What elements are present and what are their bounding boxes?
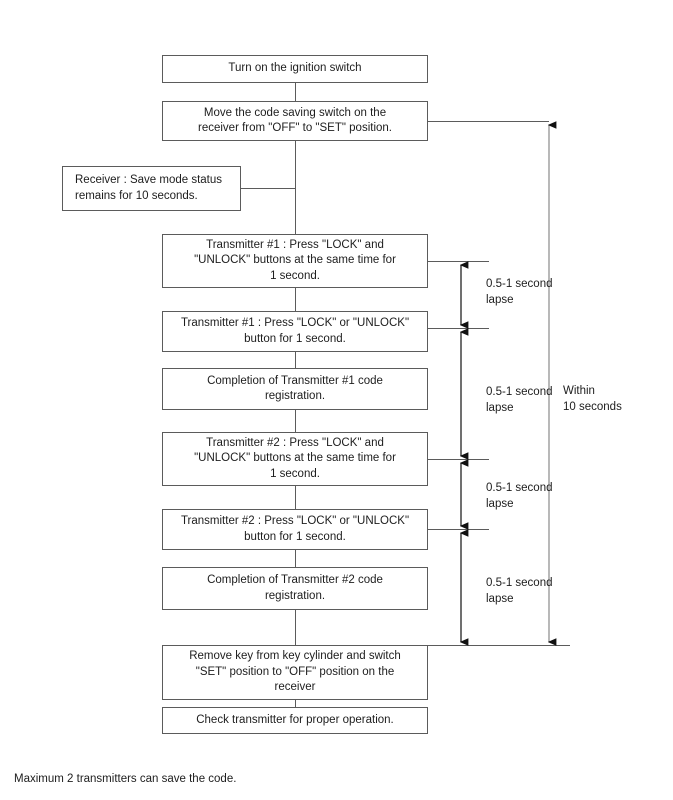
step-text: Turn on the ignition switch — [228, 62, 362, 75]
timing-label-lapse-2: 0.5-1 second lapse — [486, 386, 553, 414]
step-box-ignition: Turn on the ignition switch — [162, 55, 428, 83]
step-box-transmitter1-lock-and-unlock: Transmitter #1 : Press "LOCK" and "UNLOC… — [162, 234, 428, 288]
step-box-check-transmitter: Check transmitter for proper operation. — [162, 707, 428, 734]
step-text: Transmitter #2 : Press "LOCK" or "UNLOCK… — [180, 515, 410, 543]
step-box-transmitter1-lock-or-unlock: Transmitter #1 : Press "LOCK" or "UNLOCK… — [162, 311, 428, 352]
timing-label-lapse-4: 0.5-1 second lapse — [486, 577, 553, 605]
step-box-transmitter1-complete: Completion of Transmitter #1 code regist… — [162, 368, 428, 410]
step-box-code-saving-switch: Move the code saving switch on the recei… — [162, 101, 428, 141]
note-box-receiver-save-mode: Receiver : Save mode status remains for … — [62, 166, 241, 211]
step-box-transmitter2-lock-or-unlock: Transmitter #2 : Press "LOCK" or "UNLOCK… — [162, 509, 428, 550]
step-text: Completion of Transmitter #1 code regist… — [207, 374, 383, 403]
timing-label-lapse-1: 0.5-1 second lapse — [486, 278, 553, 306]
step-text: Transmitter #1 : Press "LOCK" and "UNLOC… — [194, 238, 396, 282]
step-text: Completion of Transmitter #2 code regist… — [207, 574, 383, 602]
timing-label-lapse-3: 0.5-1 second lapse — [486, 482, 553, 510]
step-box-transmitter2-lock-and-unlock: Transmitter #2 : Press "LOCK" and "UNLOC… — [162, 432, 428, 486]
step-text: Transmitter #2 : Press "LOCK" and "UNLOC… — [194, 436, 396, 480]
step-text: Transmitter #1 : Press "LOCK" or "UNLOCK… — [180, 317, 410, 345]
step-box-remove-key: Remove key from key cylinder and switch … — [162, 645, 428, 700]
note-text: Receiver : Save mode status remains for … — [75, 174, 223, 202]
step-text: Check transmitter for proper operation. — [196, 713, 394, 726]
footnote-max-transmitters: Maximum 2 transmitters can save the code… — [14, 773, 237, 785]
step-text: Remove key from key cylinder and switch … — [189, 650, 401, 694]
timing-leader-lines — [428, 121, 570, 646]
step-box-transmitter2-complete: Completion of Transmitter #2 code regist… — [162, 567, 428, 610]
step-text: Move the code saving switch on the recei… — [198, 106, 392, 135]
overall-timing-label: Within 10 seconds — [563, 385, 622, 413]
